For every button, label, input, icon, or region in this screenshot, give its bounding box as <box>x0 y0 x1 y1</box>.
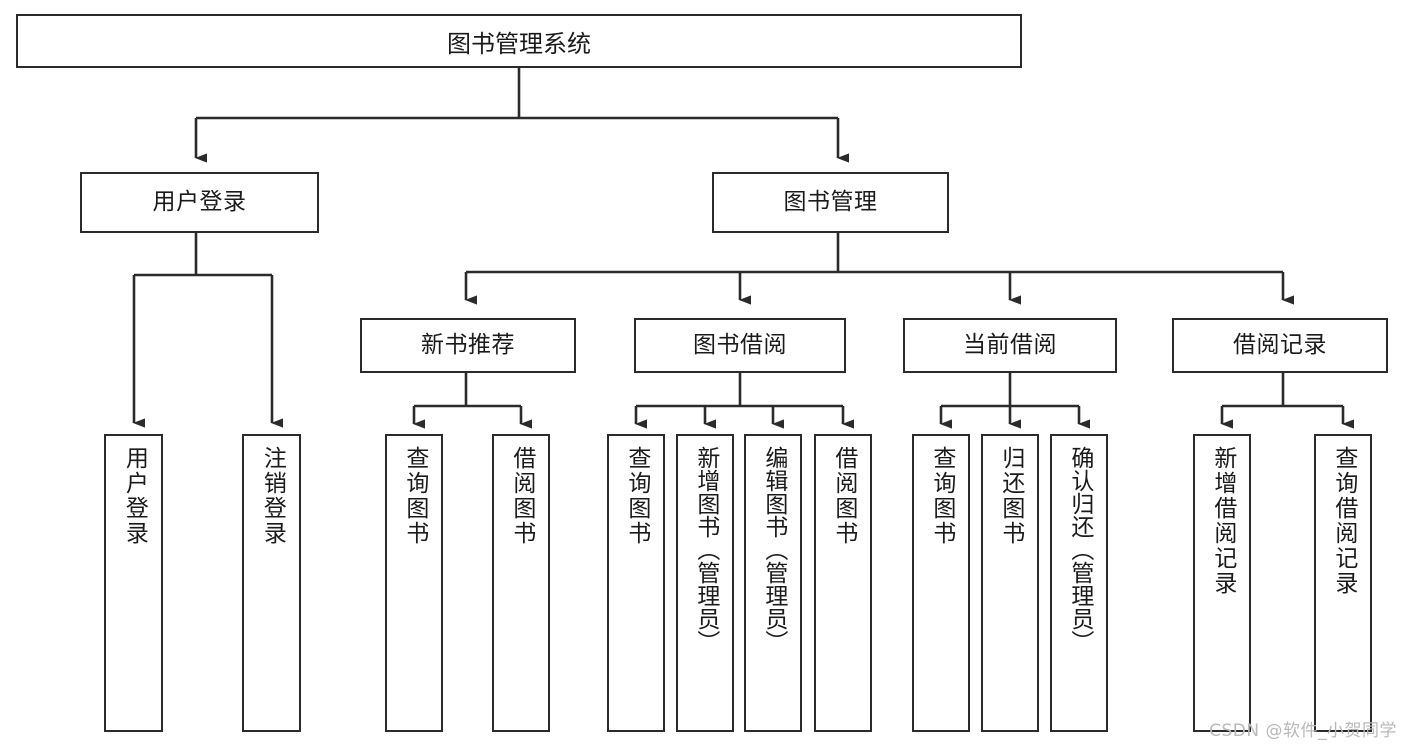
leaf-label: 借阅图书 <box>508 446 535 546</box>
node-root-system[interactable]: 图书管理系统 <box>16 14 1022 68</box>
leaf-label: 注销登录 <box>259 446 286 546</box>
leaf-add-borrow-record[interactable]: 新增借阅记录 <box>1193 434 1251 732</box>
leaf-label: 确认归还（管理员） <box>1066 446 1093 653</box>
node-borrow-records[interactable]: 借阅记录 <box>1172 318 1388 373</box>
leaf-label: 新增图书（管理员） <box>692 446 719 653</box>
leaf-label: 归还图书 <box>997 446 1024 546</box>
leaf-label: 编辑图书（管理员） <box>760 446 787 653</box>
leaf-label: 借阅图书 <box>830 446 857 546</box>
watermark-text: CSDN @软件_小贺同学 <box>1209 721 1397 741</box>
leaf-query-books-current[interactable]: 查询图书 <box>912 434 970 732</box>
node-book-borrow[interactable]: 图书借阅 <box>634 318 846 373</box>
leaf-borrow-book[interactable]: 借阅图书 <box>814 434 872 732</box>
node-book-management[interactable]: 图书管理 <box>712 172 949 233</box>
leaf-confirm-return-admin[interactable]: 确认归还（管理员） <box>1050 434 1108 732</box>
node-current-borrow[interactable]: 当前借阅 <box>903 318 1117 373</box>
leaf-label: 查询借阅记录 <box>1330 446 1357 596</box>
leaf-user-login-action[interactable]: 用户登录 <box>104 434 163 732</box>
leaf-label: 用户登录 <box>121 446 148 546</box>
leaf-borrow-books-new[interactable]: 借阅图书 <box>492 434 550 732</box>
leaf-label: 查询图书 <box>401 446 428 546</box>
leaf-add-book-admin[interactable]: 新增图书（管理员） <box>676 434 734 732</box>
leaf-label: 查询图书 <box>623 446 650 546</box>
leaf-query-books-new[interactable]: 查询图书 <box>385 434 443 732</box>
leaf-return-book[interactable]: 归还图书 <box>981 434 1039 732</box>
leaf-query-books-borrow[interactable]: 查询图书 <box>607 434 665 732</box>
node-user-login[interactable]: 用户登录 <box>80 172 319 233</box>
leaf-label: 新增借阅记录 <box>1209 446 1236 596</box>
leaf-edit-book-admin[interactable]: 编辑图书（管理员） <box>744 434 802 732</box>
node-new-book-recommend[interactable]: 新书推荐 <box>360 318 576 373</box>
leaf-label: 查询图书 <box>928 446 955 546</box>
leaf-user-logout[interactable]: 注销登录 <box>242 434 301 732</box>
leaf-query-borrow-record[interactable]: 查询借阅记录 <box>1314 434 1372 732</box>
